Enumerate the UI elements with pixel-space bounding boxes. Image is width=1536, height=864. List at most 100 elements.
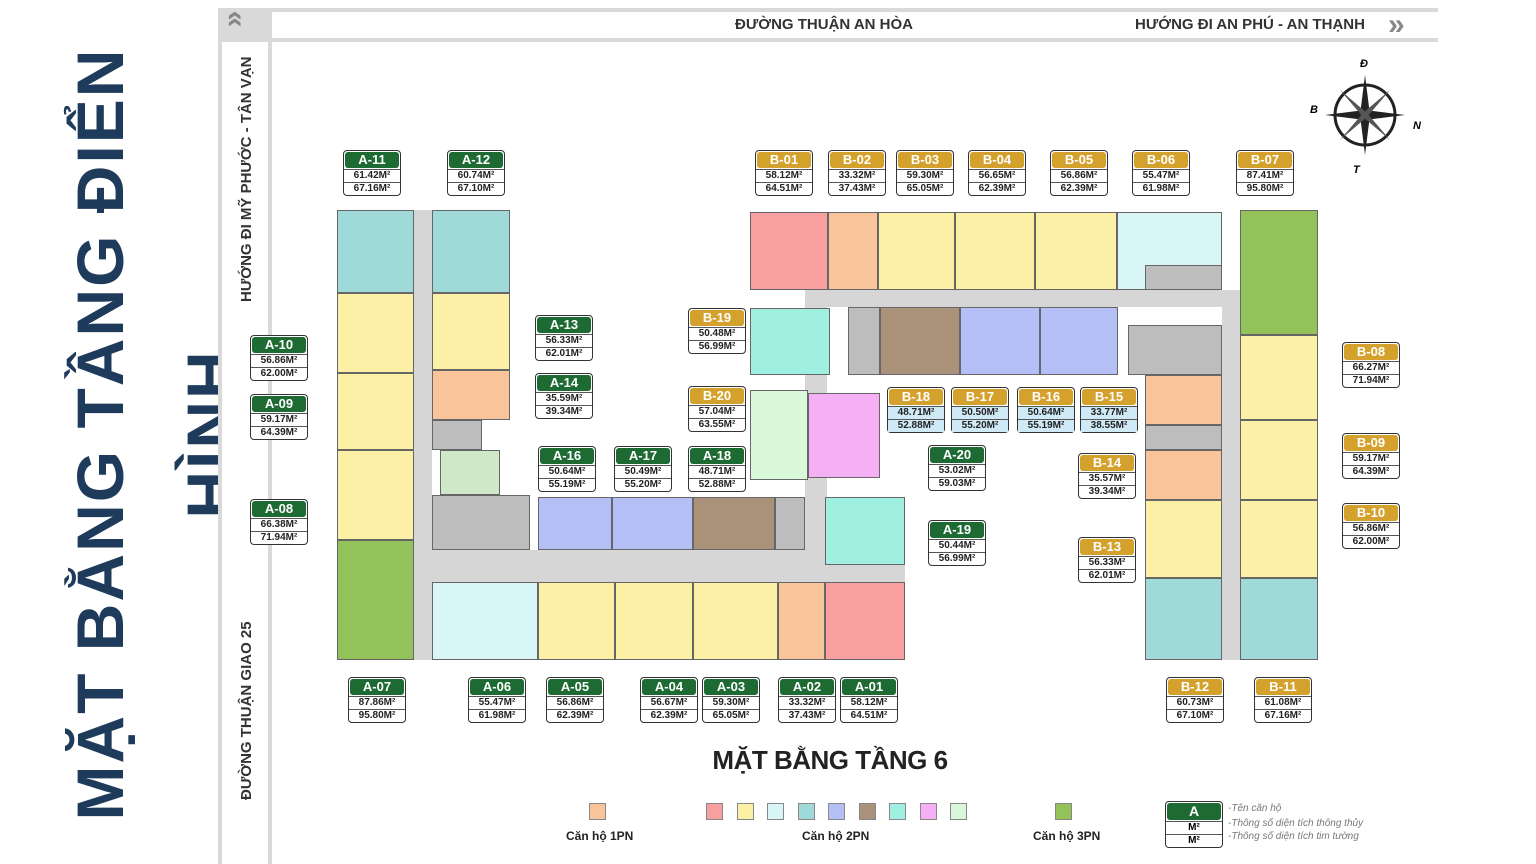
unit-A-16[interactable] (538, 497, 612, 550)
unit-B-02[interactable] (828, 212, 878, 290)
road-label-top-right: HƯỚNG ĐI AN PHÚ - AN THẠNH (1135, 16, 1365, 33)
unit-name: A-09 (252, 396, 306, 412)
unit-A-02[interactable] (778, 582, 825, 660)
unit-gross-area: 62.01M² (1079, 569, 1135, 582)
unit-gross-area: 64.39M² (251, 426, 307, 439)
unit-gross-area: 65.05M² (703, 709, 759, 722)
unit-B-10[interactable] (1240, 500, 1318, 578)
unit-B-05[interactable] (1035, 212, 1117, 290)
unit-gross-area: 52.88M² (888, 419, 944, 432)
unit-B-20[interactable] (750, 390, 808, 480)
unit-net-area: 48.71M² (888, 406, 944, 419)
unit-net-area: 33.32M² (829, 169, 885, 182)
unit-gross-area: 63.55M² (689, 418, 745, 431)
unit-name: B-04 (970, 152, 1024, 168)
unit-net-area: 60.73M² (1167, 696, 1223, 709)
unit-net-area: 58.12M² (841, 696, 897, 709)
unit-A-17[interactable] (612, 497, 693, 550)
unit-gross-area: 71.94M² (1343, 374, 1399, 387)
unit-B-03[interactable] (878, 212, 955, 290)
legend-swatch-2pn (919, 803, 937, 820)
road-top (218, 8, 1438, 42)
unit-A-13[interactable] (432, 293, 510, 370)
unit-net-area: 50.64M² (1018, 406, 1074, 419)
unit-B-17[interactable] (960, 307, 1040, 375)
unit-A-01[interactable] (825, 582, 905, 660)
unit-net-area: 59.30M² (703, 696, 759, 709)
legend-swatch-2pn (797, 803, 815, 820)
unit-gross-area: 61.98M² (1133, 182, 1189, 195)
unit-B-08[interactable] (1240, 335, 1318, 420)
unit-net-area: 59.30M² (897, 169, 953, 182)
unit-A-10[interactable] (337, 293, 414, 373)
unit-A-18[interactable] (693, 497, 775, 550)
core (1145, 265, 1222, 290)
unit-net-area: 33.32M² (779, 696, 835, 709)
unit-A-08[interactable] (337, 450, 414, 540)
unit-B-09[interactable] (1240, 420, 1318, 500)
unit-B-12[interactable] (1145, 578, 1222, 660)
unit-B-04[interactable] (955, 212, 1035, 290)
unit-name: B-14 (1080, 455, 1134, 471)
unit-net-area: 87.41M² (1237, 169, 1293, 182)
unit-B-18[interactable] (880, 307, 960, 375)
unit-A-05[interactable] (538, 582, 615, 660)
unit-B-14[interactable] (1145, 375, 1222, 425)
unit-A-03[interactable] (693, 582, 778, 660)
unit-B-16[interactable] (1040, 307, 1118, 375)
legend-swatch-2pn (858, 803, 876, 820)
unit-gross-area: 71.94M² (251, 531, 307, 544)
unit-A-04[interactable] (615, 582, 693, 660)
unit-net-area: 66.27M² (1343, 361, 1399, 374)
unit-A-12[interactable] (432, 210, 510, 293)
unit-A-06[interactable] (432, 582, 538, 660)
unit-gross-area: 62.00M² (251, 367, 307, 380)
unit-A-07[interactable] (337, 540, 414, 660)
unit-name: B-13 (1080, 539, 1134, 555)
unit-net-area: 61.42M² (344, 169, 400, 182)
unit-name: A-01 (842, 679, 896, 695)
unit-gross-area: 64.39M² (1343, 465, 1399, 478)
unit-net-area: 87.86M² (349, 696, 405, 709)
unit-net-area: 50.64M² (539, 465, 595, 478)
unit-A-19[interactable] (825, 497, 905, 565)
unit-gross-area: 62.39M² (641, 709, 697, 722)
unit-B-11[interactable] (1240, 578, 1318, 660)
floor-title: MẶT BẰNG TẦNG 6 (712, 745, 948, 775)
unit-B-19[interactable] (750, 308, 830, 375)
unit-B-15[interactable] (1145, 450, 1222, 500)
unit-name: B-10 (1344, 505, 1398, 521)
unit-A-20[interactable] (808, 393, 880, 478)
unit-A-09[interactable] (337, 373, 414, 450)
road-label-left-top: HƯỚNG ĐI MỸ PHƯỚC - TÂN VẠN (238, 56, 255, 302)
unit-B-13[interactable] (1145, 500, 1222, 578)
unit-name: A-12 (449, 152, 503, 168)
core (1145, 425, 1222, 450)
unit-net-area: 50.44M² (929, 539, 985, 552)
unit-gross-area: 39.34M² (1079, 485, 1135, 498)
unit-gross-area: 37.43M² (779, 709, 835, 722)
unit-B-07[interactable] (1240, 210, 1318, 335)
unit-net-area: 35.57M² (1079, 472, 1135, 485)
unit-B-01[interactable] (750, 212, 828, 290)
compass-s: T (1353, 164, 1360, 176)
unit-gross-area: 55.20M² (952, 419, 1008, 432)
unit-name: B-07 (1238, 152, 1292, 168)
unit-A-11[interactable] (337, 210, 414, 293)
compass-w: B (1310, 104, 1318, 116)
unit-A-14[interactable] (432, 370, 510, 420)
